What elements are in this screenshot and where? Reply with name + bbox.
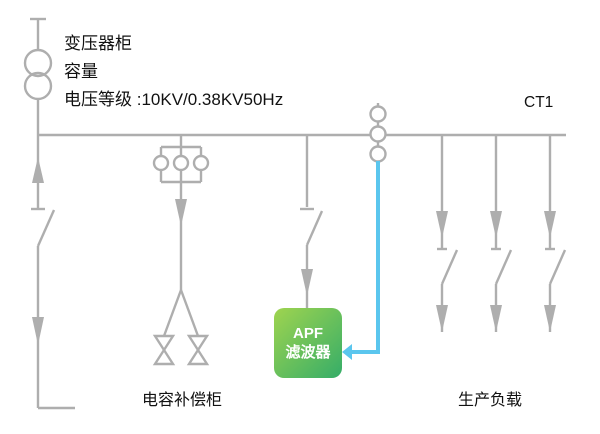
down-arrow-icon	[301, 269, 313, 296]
load-switch-blade-icon	[548, 249, 567, 285]
transformer-icon	[23, 48, 53, 78]
capacitor-bank-icon	[186, 334, 210, 366]
voltage-level-label: 电压等级 :10KV/0.38KV50Hz	[64, 90, 284, 109]
capacitor-cabinet-label: 电容补偿柜	[141, 392, 222, 409]
down-arrow-icon	[175, 199, 187, 226]
transformer-cabinet-label: 变压器柜	[64, 34, 132, 53]
load-switch-blade-icon	[494, 249, 513, 285]
current-transformer-icon	[369, 125, 387, 143]
down-arrow-icon	[490, 305, 502, 332]
left-switch-blade-icon	[36, 209, 56, 247]
capacitor-split-left	[162, 289, 183, 337]
blue-arrow-icon	[342, 344, 352, 360]
down-arrow-icon	[544, 305, 556, 332]
apf-label-line2: 滤波器	[285, 344, 331, 361]
ct1-label: CT1	[524, 94, 554, 111]
ct-feedback-path	[342, 161, 380, 360]
capacitor-bank-icon	[152, 334, 176, 366]
apf-label-line1: APF	[293, 325, 323, 342]
production-load-label: 生产负载	[457, 392, 522, 409]
capacitor-fuse-icon	[172, 154, 190, 172]
current-transformer-icon	[369, 145, 387, 163]
down-arrow-icon	[32, 317, 44, 345]
down-arrow-icon	[436, 305, 448, 332]
capacitor-fuse-icon	[192, 154, 210, 172]
down-arrow-icon	[490, 211, 502, 238]
down-arrow-icon	[544, 211, 556, 238]
blue-feedback-line	[351, 161, 380, 354]
up-arrow-icon	[32, 157, 44, 183]
apf-switch-blade-icon	[305, 210, 324, 246]
load-switch-blade-icon	[440, 249, 459, 285]
down-arrow-icon	[436, 211, 448, 238]
symbol-circles	[23, 48, 387, 172]
current-transformer-icon	[369, 105, 387, 123]
transformer-icon	[23, 71, 53, 101]
flow-arrows	[32, 157, 556, 345]
apf-filter-box: APF 滤波器	[274, 308, 342, 378]
capacitor-fuse-icon	[152, 154, 170, 172]
capacity-label: 容量	[64, 62, 98, 81]
capacitor-split-right	[179, 289, 200, 337]
transformer-info-block: 变压器柜 容量 电压等级 :10KV/0.38KV50Hz	[64, 30, 283, 114]
